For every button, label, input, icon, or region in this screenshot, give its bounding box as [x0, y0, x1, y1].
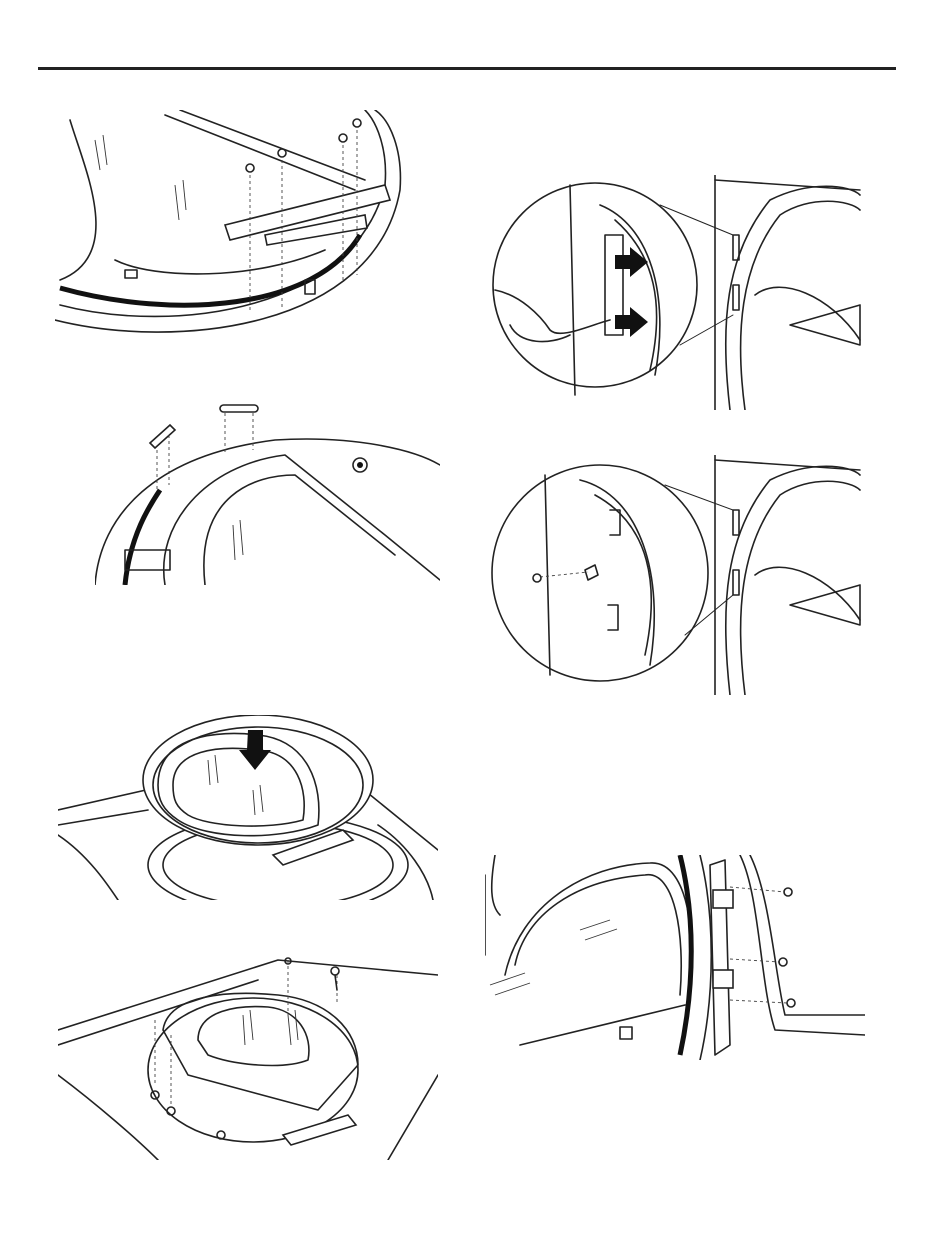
figure-latch-removal [490, 175, 865, 410]
header-rule [38, 67, 896, 70]
figure-latch-screw [490, 455, 865, 695]
figure-hole-plugs [95, 395, 440, 585]
figure-install-hinge-screws [58, 955, 438, 1160]
figure-place-door [58, 715, 438, 900]
figure-remove-hinge-screws [485, 855, 865, 1060]
figure-handle-screws [55, 110, 405, 345]
